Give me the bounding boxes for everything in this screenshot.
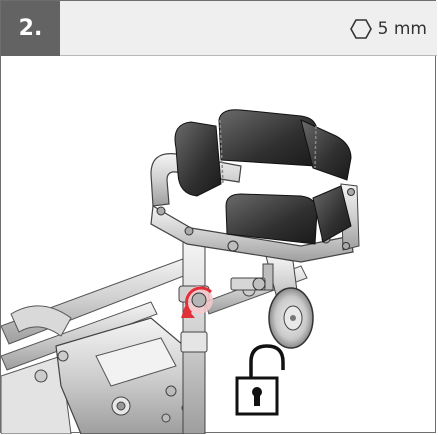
unlocked-padlock-icon xyxy=(235,344,285,416)
leg-support-illustration xyxy=(1,109,360,434)
step-number: 2. xyxy=(1,1,60,56)
leg-rest-bracket xyxy=(150,153,360,291)
caster-wheel xyxy=(262,255,314,349)
tool-spec: 5 mm xyxy=(349,1,427,56)
calf-pads xyxy=(174,109,352,245)
rotation-arrow-icon xyxy=(181,286,213,318)
hexagon-icon xyxy=(349,18,372,39)
panel-header: 2. 5 mm xyxy=(1,1,437,56)
tool-size-label: 5 mm xyxy=(377,18,427,39)
